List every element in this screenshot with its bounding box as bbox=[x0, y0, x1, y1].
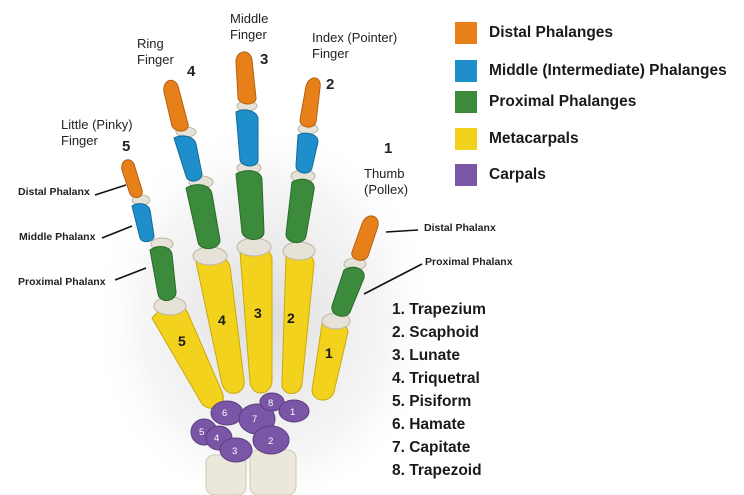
carpal-number-3: 3 bbox=[232, 446, 237, 457]
ring-finger-label: Ring Finger bbox=[137, 36, 174, 68]
distal-phalanx-3 bbox=[236, 52, 256, 104]
ulna-bone bbox=[250, 450, 296, 495]
legend-item: Proximal Phalanges bbox=[455, 91, 636, 113]
index-finger-number: 2 bbox=[326, 76, 334, 93]
proximal-phalanx-right-label: Proximal Phalanx bbox=[425, 256, 513, 268]
middle-phalanx-3 bbox=[236, 110, 258, 166]
legend-label: Carpals bbox=[489, 166, 546, 184]
little-finger-number: 5 bbox=[122, 138, 130, 155]
legend-label: Proximal Phalanges bbox=[489, 93, 636, 111]
forearm-bones bbox=[206, 450, 296, 495]
thumb-number: 1 bbox=[384, 140, 392, 157]
legend-item: Distal Phalanges bbox=[455, 22, 613, 44]
legend-swatch bbox=[455, 60, 477, 82]
metacarpal-number-2: 2 bbox=[287, 310, 295, 326]
carpal-number-4: 4 bbox=[214, 433, 219, 444]
carpal-number-7: 7 bbox=[252, 414, 257, 425]
legend-item: Carpals bbox=[455, 164, 546, 186]
legend-item: Middle (Intermediate) Phalanges bbox=[455, 60, 727, 82]
joint bbox=[237, 238, 271, 256]
carpal-number-8: 8 bbox=[268, 398, 273, 409]
middle-finger-label: Middle Finger bbox=[230, 11, 268, 43]
carpal-number-5: 5 bbox=[199, 427, 204, 438]
metacarpal-number-5: 5 bbox=[178, 333, 186, 349]
carpal-list-item: 2. Scaphoid bbox=[392, 324, 479, 342]
distal-phalanx-left-label: Distal Phalanx bbox=[18, 186, 90, 198]
index-finger-label: Index (Pointer) Finger bbox=[312, 30, 397, 62]
carpal-list-item: 4. Triquetral bbox=[392, 370, 480, 388]
thumb-label: Thumb (Pollex) bbox=[364, 166, 408, 198]
joint bbox=[193, 247, 227, 265]
joint bbox=[283, 242, 315, 260]
ring-finger-number: 4 bbox=[187, 63, 195, 80]
carpal-list-item: 8. Trapezoid bbox=[392, 462, 482, 480]
legend-label: Middle (Intermediate) Phalanges bbox=[489, 62, 727, 80]
legend-item: Metacarpals bbox=[455, 128, 579, 150]
carpal-list-item: 5. Pisiform bbox=[392, 393, 471, 411]
carpal-list-item: 7. Capitate bbox=[392, 439, 470, 457]
legend-swatch bbox=[455, 128, 477, 150]
middle-phalanx-left-label: Middle Phalanx bbox=[19, 231, 95, 243]
legend-swatch bbox=[455, 22, 477, 44]
middle-finger-number: 3 bbox=[260, 51, 268, 68]
carpal-list-item: 1. Trapezium bbox=[392, 301, 486, 319]
carpal-number-1: 1 bbox=[290, 407, 295, 418]
distal-phalanx-right-label: Distal Phalanx bbox=[424, 222, 496, 234]
carpal-list-item: 3. Lunate bbox=[392, 347, 460, 365]
legend-label: Distal Phalanges bbox=[489, 24, 613, 42]
legend-swatch bbox=[455, 91, 477, 113]
carpal-list-item: 6. Hamate bbox=[392, 416, 465, 434]
distal-phalanx-4 bbox=[164, 80, 188, 131]
legend-swatch bbox=[455, 164, 477, 186]
metacarpal-number-1: 1 bbox=[325, 345, 333, 361]
carpal-number-2: 2 bbox=[268, 436, 273, 447]
metacarpal-number-4: 4 bbox=[218, 312, 226, 328]
carpal-number-6: 6 bbox=[222, 408, 227, 419]
proximal-phalanx-left-label: Proximal Phalanx bbox=[18, 276, 106, 288]
metacarpal-number-3: 3 bbox=[254, 305, 262, 321]
legend-label: Metacarpals bbox=[489, 130, 579, 148]
